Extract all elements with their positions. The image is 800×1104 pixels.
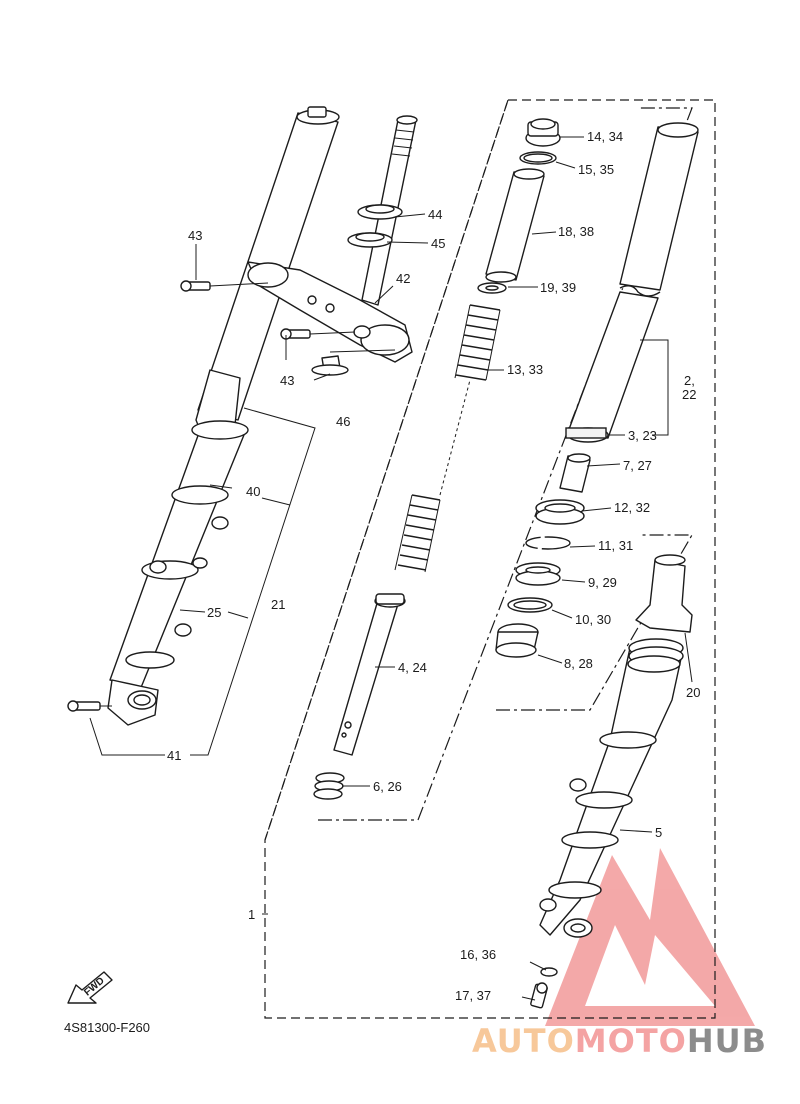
- assembled-fork-left: [67, 106, 340, 726]
- callout-13-33: 13, 33: [507, 362, 543, 377]
- fwd-arrow-icon: FWD: [67, 971, 113, 1004]
- callout-44: 44: [428, 207, 442, 222]
- spring-13-lower: [394, 494, 441, 573]
- callout-2-22-b: 22: [682, 387, 696, 402]
- callout-leaders: [89, 136, 693, 1001]
- callout-18-38: 18, 38: [558, 224, 594, 239]
- callout-6-26: 6, 26: [373, 779, 402, 794]
- callout-41: 41: [167, 748, 181, 763]
- diagram-code: 4S81300-F260: [64, 1020, 150, 1035]
- watermark-auto: AUTO: [472, 1022, 575, 1060]
- callout-10-30: 10, 30: [575, 612, 611, 627]
- callout-20: 20: [686, 685, 700, 700]
- outer-tube-right: [530, 554, 693, 1009]
- inner-tube-parts: [495, 122, 699, 658]
- callout-43-top: 43: [188, 228, 202, 243]
- callout-5: 5: [655, 825, 662, 840]
- callout-1: 1: [248, 907, 255, 922]
- callout-4-24: 4, 24: [398, 660, 427, 675]
- callout-14-34: 14, 34: [587, 129, 623, 144]
- callout-9-29: 9, 29: [588, 575, 617, 590]
- callout-21: 21: [271, 597, 285, 612]
- callout-3-23: 3, 23: [628, 428, 657, 443]
- watermark-hub: HUB: [687, 1022, 767, 1060]
- spring-13: [454, 304, 501, 381]
- bracket-damper: [318, 107, 693, 821]
- damper-parts: [313, 118, 561, 800]
- callout-43-mid: 43: [280, 373, 294, 388]
- callout-42: 42: [396, 271, 410, 286]
- callout-16-36: 16, 36: [460, 947, 496, 962]
- watermark-text: AUTOMOTOHUB: [472, 1022, 767, 1060]
- callout-15-35: 15, 35: [578, 162, 614, 177]
- callout-25: 25: [207, 605, 221, 620]
- callout-46: 46: [336, 414, 350, 429]
- callout-7-27: 7, 27: [623, 458, 652, 473]
- callout-2-22-a: 2,: [684, 373, 695, 388]
- watermark-triangle-inner: [585, 925, 715, 1006]
- callout-19-39: 19, 39: [540, 280, 576, 295]
- callout-45: 45: [431, 236, 445, 251]
- callout-40: 40: [246, 484, 260, 499]
- callout-12-32: 12, 32: [614, 500, 650, 515]
- steering-stem-assembly: [180, 115, 418, 376]
- callout-11-31: 11, 31: [598, 538, 633, 553]
- callout-17-37: 17, 37: [455, 988, 491, 1003]
- callout-labels: 14, 34 15, 35 18, 38 19, 39 13, 33 44 45…: [167, 129, 700, 1003]
- watermark-moto: MOTO: [575, 1022, 687, 1060]
- callout-8-28: 8, 28: [564, 656, 593, 671]
